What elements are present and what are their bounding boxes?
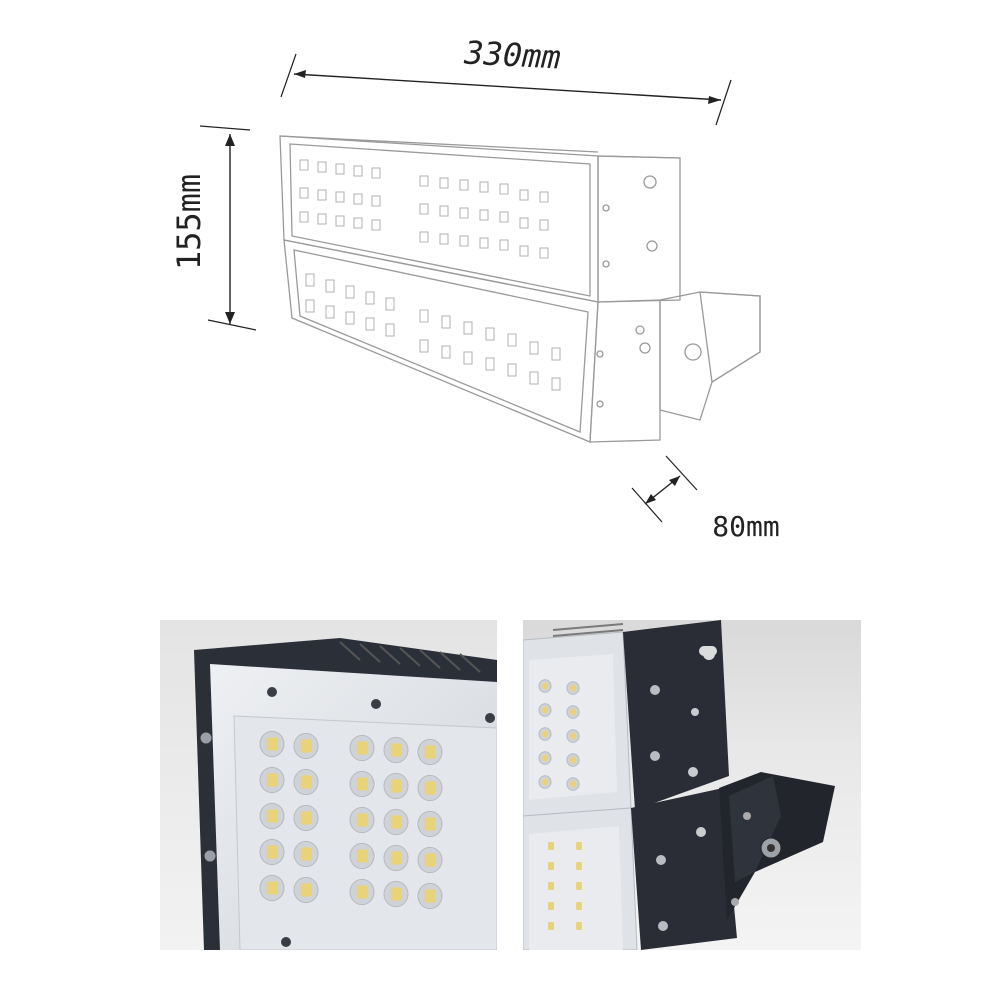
height-dimension: 155mm [170, 125, 257, 331]
width-label: 330mm [462, 33, 561, 76]
module-closeup-photo [160, 620, 497, 950]
led-chip [390, 779, 402, 793]
led-chip [300, 883, 312, 897]
led-chip [542, 706, 548, 714]
led-chip [356, 777, 368, 791]
led-chip [542, 682, 548, 690]
led-chip [542, 778, 548, 786]
width-dimension: 330mm [280, 33, 732, 126]
led-chip [424, 817, 436, 831]
led-chip [266, 737, 278, 751]
led-chip [300, 847, 312, 861]
led-chip [576, 882, 582, 890]
led-chip [300, 811, 312, 825]
fixture-sketch [279, 135, 761, 443]
depth-label: 80mm [712, 510, 779, 543]
led-chip [548, 902, 554, 910]
led-chip [266, 881, 278, 895]
dimension-drawing: 330mm 155mm 80mm [170, 33, 780, 543]
led-chip [356, 885, 368, 899]
led-chip [570, 708, 576, 716]
led-chip [424, 853, 436, 867]
led-chip [390, 851, 402, 865]
led-chip [542, 730, 548, 738]
led-chip [300, 739, 312, 753]
led-chip [300, 775, 312, 789]
led-chip [356, 849, 368, 863]
led-chip [570, 684, 576, 692]
led-chip [356, 813, 368, 827]
led-chip [548, 882, 554, 890]
led-chip [356, 741, 368, 755]
led-chip [570, 756, 576, 764]
led-chip [390, 815, 402, 829]
led-chip [548, 922, 554, 930]
led-chip [424, 745, 436, 759]
led-chip [266, 809, 278, 823]
led-chip [576, 842, 582, 850]
depth-dimension: 80mm [631, 455, 780, 543]
bracket-side-photo [523, 620, 861, 950]
height-label: 155mm [170, 174, 208, 270]
led-chip [548, 862, 554, 870]
led-chip [576, 862, 582, 870]
led-chip [570, 780, 576, 788]
led-chip [570, 732, 576, 740]
led-chip [576, 902, 582, 910]
led-chip [576, 922, 582, 930]
led-chip [266, 773, 278, 787]
led-chip [542, 754, 548, 762]
led-chip [390, 887, 402, 901]
led-chip [424, 889, 436, 903]
led-chip [548, 842, 554, 850]
led-chip [424, 781, 436, 795]
led-chip [390, 743, 402, 757]
led-chip [266, 845, 278, 859]
